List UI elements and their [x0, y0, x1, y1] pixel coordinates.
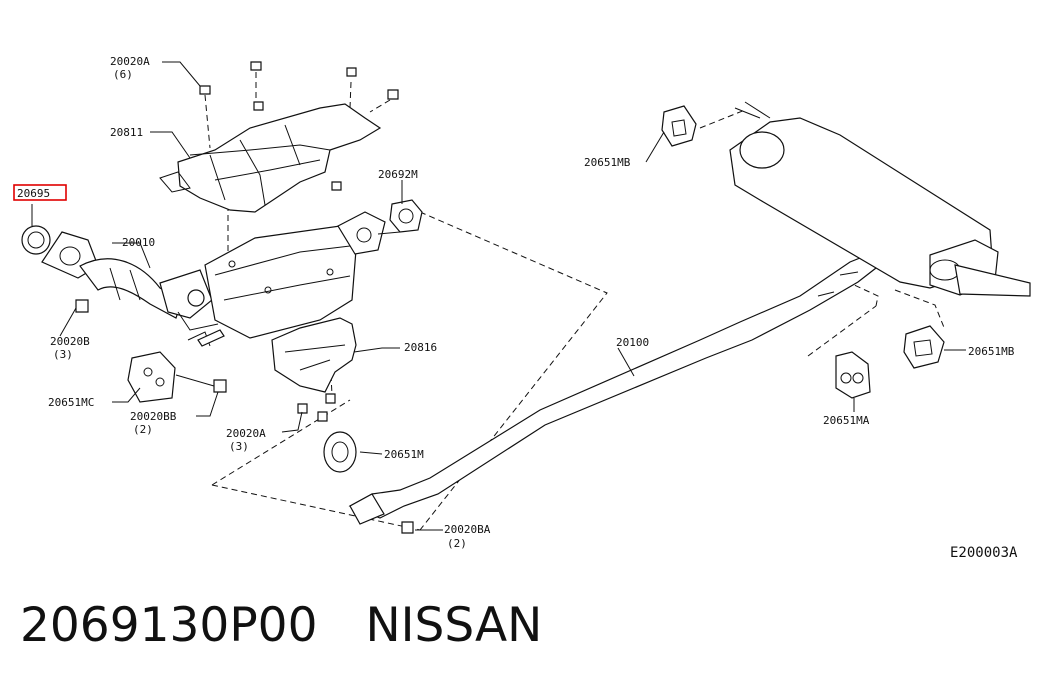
muffler-hanger-outline: [699, 109, 946, 331]
label-20692m: 20692M: [378, 168, 418, 181]
front-pipe: [41, 231, 219, 347]
hanger-20651mb-top: [661, 105, 697, 147]
label-20020a-top-qty: (6): [113, 68, 133, 81]
nut-20020ba: [401, 521, 414, 534]
heat-shield-lower: [271, 317, 357, 393]
label-20020a-top: 20020A: [110, 55, 150, 68]
label-20020a-bot: 20020A: [226, 427, 266, 440]
label-20651mb-right: 20651MB: [968, 345, 1015, 358]
part-number: 2069130P00: [20, 598, 318, 653]
brand-name: NISSAN: [365, 598, 543, 653]
bolt-guide-lines: [204, 72, 391, 396]
gasket-20692m: [389, 199, 423, 233]
label-20651mb-top: 20651MB: [584, 156, 631, 169]
bolt-lower-b: [325, 393, 336, 404]
front-gasket-20695: [21, 225, 51, 255]
label-20020b: 20020B: [50, 335, 90, 348]
hanger-20651mb-right: [903, 325, 945, 369]
hanger-20651ma: [835, 351, 871, 399]
label-20651ma: 20651MA: [823, 414, 870, 427]
label-20651m: 20651M: [384, 448, 424, 461]
bolt-lower-c: [317, 411, 328, 422]
bolts-top: [199, 61, 399, 191]
label-20020ba: 20020BA: [444, 523, 491, 536]
label-20811: 20811: [110, 126, 143, 139]
label-20010: 20010: [122, 236, 155, 249]
rear-muffler: [729, 101, 1031, 297]
label-20020b-qty: (3): [53, 348, 73, 361]
diagram-id: E200003A: [950, 545, 1018, 561]
label-20695: 20695: [17, 187, 50, 200]
hanger-20651m: [323, 431, 357, 473]
stud-bolt: [197, 329, 225, 347]
label-20100: 20100: [616, 336, 649, 349]
label-20816: 20816: [404, 341, 437, 354]
label-20651mc: 20651MC: [48, 396, 94, 409]
nut-20020b: [75, 299, 89, 313]
catalytic-converter: [204, 211, 401, 339]
heat-shield-upper: [159, 103, 382, 213]
leader-lines: [31, 61, 966, 531]
bolt-lower-a: [297, 403, 308, 414]
label-20020ba-qty: (2): [447, 537, 467, 550]
flange-rear: [349, 493, 385, 525]
part-caption: 2069130P00 NISSAN: [20, 598, 542, 653]
label-20020a-bot-qty: (3): [229, 440, 249, 453]
bracket-20651mc: [127, 351, 176, 403]
label-20020bb: 20020BB: [130, 410, 177, 423]
nut-20020bb: [213, 379, 227, 393]
center-pipe: [348, 253, 877, 519]
highlight-box-20695: [13, 184, 67, 201]
label-20020bb-qty: (2): [133, 423, 153, 436]
exhaust-parts-diagram: 20020A (6) 20811 20695 20010 20020B (3) …: [13, 55, 1031, 561]
